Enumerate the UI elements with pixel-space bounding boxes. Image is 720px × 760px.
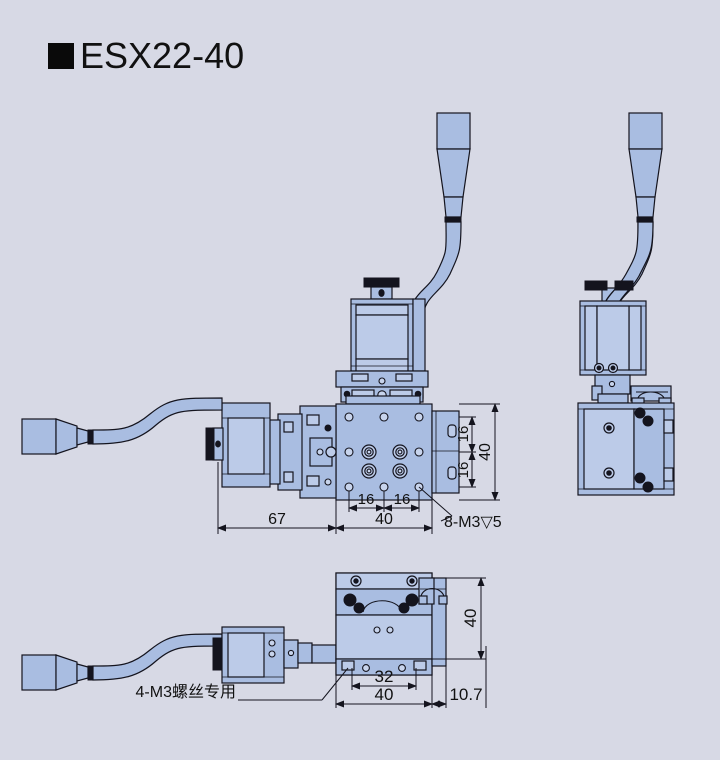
bottom-assembly-view: 32 40 10.7 40 4-M3螺丝专用 xyxy=(21,572,487,708)
upper-motor xyxy=(350,277,426,372)
bottom-stage xyxy=(335,572,433,676)
dim-67: 67 xyxy=(268,511,286,528)
dim-40-height: 40 xyxy=(477,443,494,461)
title-bullet-icon xyxy=(48,43,74,69)
top-plate xyxy=(335,403,433,501)
side-lower-stage xyxy=(577,402,675,496)
dim-40-bottom-height: 40 xyxy=(461,609,480,628)
page-title: ESX22-40 xyxy=(48,38,244,74)
center-bore-group xyxy=(361,444,408,479)
annotation-4-m3: 4-M3螺丝专用 xyxy=(136,683,236,701)
dimension-group-bottom: 32 40 10.7 40 4-M3螺丝专用 xyxy=(136,577,487,708)
dim-32: 32 xyxy=(375,667,394,686)
dim-16-top: 16 xyxy=(455,426,472,443)
dim-40-bottom: 40 xyxy=(375,685,394,704)
dim-10-7: 10.7 xyxy=(449,685,482,704)
dim-16-right: 16 xyxy=(394,491,411,508)
annotation-8-m3: 8-M3▽5 xyxy=(444,514,502,531)
title-text: ESX22-40 xyxy=(80,35,245,76)
upper-carriage xyxy=(335,370,429,405)
left-cable-connector xyxy=(21,397,223,455)
side-cap-right xyxy=(614,280,634,291)
front-assembly-view: 67 40 16 16 16 16 xyxy=(21,112,502,534)
bottom-right-column xyxy=(418,577,448,667)
dim-40-width: 40 xyxy=(375,511,393,528)
side-spacer xyxy=(591,374,631,404)
left-guide-block xyxy=(267,405,337,499)
side-upper-motor xyxy=(579,300,647,376)
dim-16-bottom: 16 xyxy=(455,462,472,479)
bottom-cable-connector xyxy=(21,633,223,691)
side-cap-left xyxy=(584,280,608,291)
dim-16-left: 16 xyxy=(358,491,375,508)
left-motor xyxy=(205,402,271,488)
right-rail-block xyxy=(431,410,460,494)
dimension-group-middle: 67 40 16 16 16 16 xyxy=(217,403,502,534)
side-assembly-view xyxy=(577,112,675,496)
bottom-motor xyxy=(212,626,337,684)
